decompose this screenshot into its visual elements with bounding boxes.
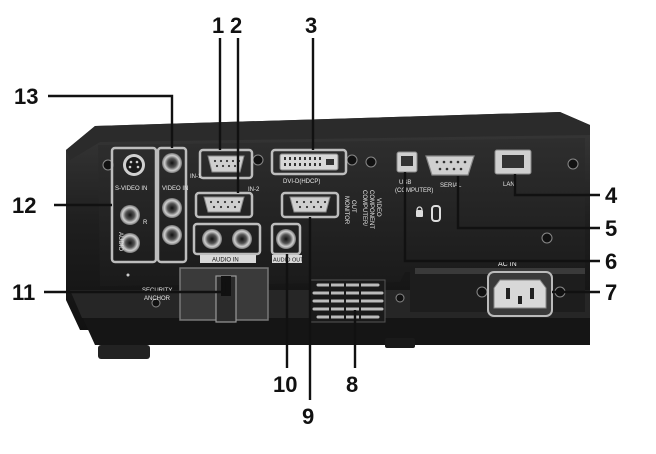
foot-right [385,338,415,348]
leader-5 [456,176,600,230]
monitor-out-label-2: OUT [350,200,356,213]
lock-icon [416,206,423,217]
callout-12: 12 [12,193,36,218]
av-input-block: S-VIDEO IN VIDEO IN AUDIO R [110,146,188,264]
computer-component-label: COMPUTER/ COMPONENT VIDEO [361,190,381,229]
leader-lines [44,38,600,400]
callout-7: 7 [605,280,617,305]
kensington-slot[interactable] [431,205,441,222]
usb-label-2: (COMPUTER) [395,188,433,194]
air-vent [309,279,386,323]
audio-in-label: AUDIO IN [212,258,239,264]
svideo-in-port[interactable] [123,154,145,176]
dvi-label: DVI-D(HDCP) [283,179,320,185]
video-in-jack[interactable] [162,153,182,173]
audio-r-label: R [143,220,148,226]
callout-numbers: 1 2 3 4 5 6 7 8 9 10 11 12 13 [12,13,618,429]
leader-13 [48,94,174,148]
component-y-jack[interactable] [162,198,182,218]
callout-8: 8 [346,372,358,397]
ac-in-port[interactable]: AC IN [487,261,553,317]
security-anchor[interactable]: SECURITY ANCHOR [126,267,269,323]
lan-label: LAN [503,182,515,188]
svg-text:COMPUTER/: COMPUTER/ [361,190,367,226]
security-anchor-label-2: ANCHOR [144,296,171,302]
callout-5: 5 [605,216,617,241]
video-in-label: VIDEO IN [162,186,188,192]
callout-1: 1 [212,13,224,38]
dvi-d-port[interactable]: DVI-D(HDCP) [270,148,348,185]
audio-r-jack[interactable] [120,233,140,253]
computer-in2-port[interactable]: IN-2 [194,187,260,219]
callout-4: 4 [605,183,618,208]
lan-port[interactable]: LAN [494,149,532,188]
callout-2: 2 [230,13,242,38]
svg-text:COMPONENT: COMPONENT [368,190,374,229]
serial-port[interactable]: SERIAL [425,155,475,189]
monitor-out-label-1: MONITOR [343,196,349,225]
callout-9: 9 [302,404,314,429]
callout-3: 3 [305,13,317,38]
serial-label: SERIAL [440,183,462,189]
ac-in-label: AC IN [498,261,517,268]
screw-icon [102,154,579,308]
component-pb-jack[interactable] [162,225,182,245]
audio-out-label: AUDIO OUT [273,258,304,264]
audio-in-port[interactable]: AUDIO IN [192,222,262,264]
callout-10: 10 [273,372,297,397]
computer-in1-port[interactable]: IN-1 [190,148,254,180]
usb-port[interactable]: USB (COMPUTER) [395,151,433,194]
leader-11 [44,282,226,294]
leader-4 [513,174,600,197]
leader-6 [403,172,600,263]
callout-11: 11 [12,280,35,305]
foot-left [98,345,150,359]
audio-l-jack[interactable] [120,205,140,225]
callout-6: 6 [605,249,617,274]
callout-13: 13 [14,84,38,109]
svg-text:VIDEO: VIDEO [375,198,381,217]
in2-label: IN-2 [248,187,260,193]
monitor-out-port[interactable]: MONITOR OUT [280,191,356,225]
in1-label: IN-1 [190,174,202,180]
svideo-in-label: S-VIDEO IN [115,186,147,192]
audio-vertical-label: AUDIO [117,232,123,251]
